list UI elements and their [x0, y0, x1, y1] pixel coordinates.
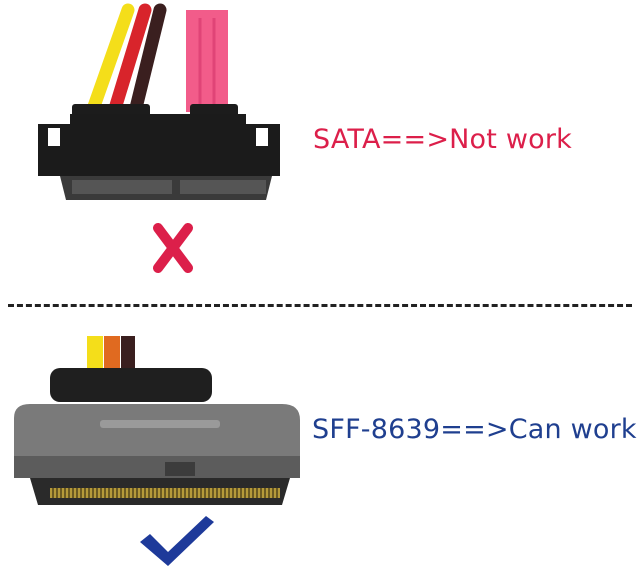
can-work-check-icon [140, 516, 214, 566]
sff-8639-can-work-label: SFF-8639==>Can work [312, 414, 637, 445]
sata-connector-illustration [38, 3, 280, 273]
sata-not-work-label: SATA==>Not work [313, 124, 572, 155]
sata-connector-body [38, 104, 280, 200]
dashed-divider [8, 304, 632, 307]
sata-cable-wires [85, 3, 228, 119]
sff-connector-body [14, 404, 300, 505]
not-work-x-icon [153, 223, 193, 273]
sff-cable-wires [50, 336, 212, 402]
sff-contact-pins [50, 488, 280, 498]
